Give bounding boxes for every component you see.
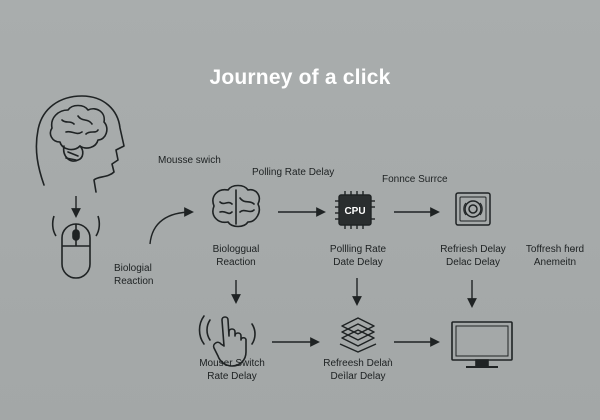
mouse-icon: [51, 215, 101, 279]
monitor-icon: [451, 321, 513, 368]
label-mouse-switch-top: Mousse swich: [158, 155, 221, 166]
head-brain-icon: [35, 95, 125, 193]
cpu-label: CPU: [344, 206, 365, 217]
layers-icon: [339, 317, 377, 353]
brain-icon: [212, 184, 261, 228]
diagram-title: Journey of a click: [209, 66, 391, 89]
hand-pointer-icon: [198, 315, 256, 367]
label-polling-top: Polling Rate Delay: [252, 167, 335, 178]
sensor-icon: [455, 192, 491, 226]
cpu-icon: [335, 191, 375, 229]
flow-arrows: [71, 196, 477, 347]
label-fonnce-surrce: Fonnce Surrce: [382, 174, 448, 185]
